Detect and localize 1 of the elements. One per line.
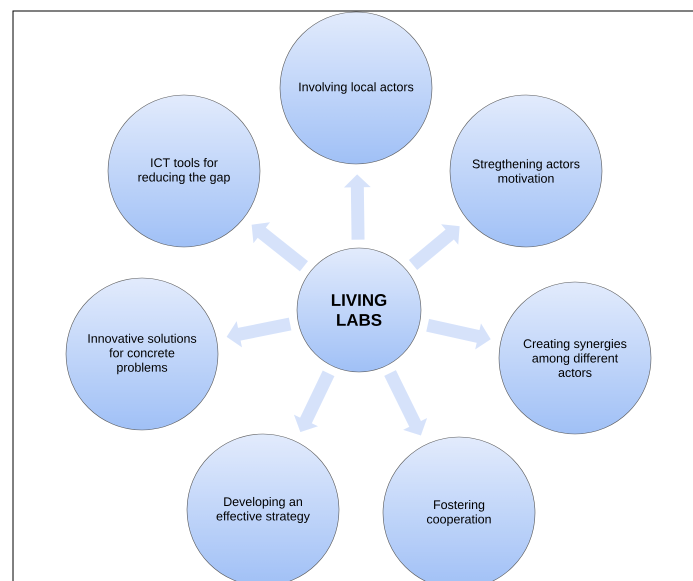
arrow [408,224,460,270]
